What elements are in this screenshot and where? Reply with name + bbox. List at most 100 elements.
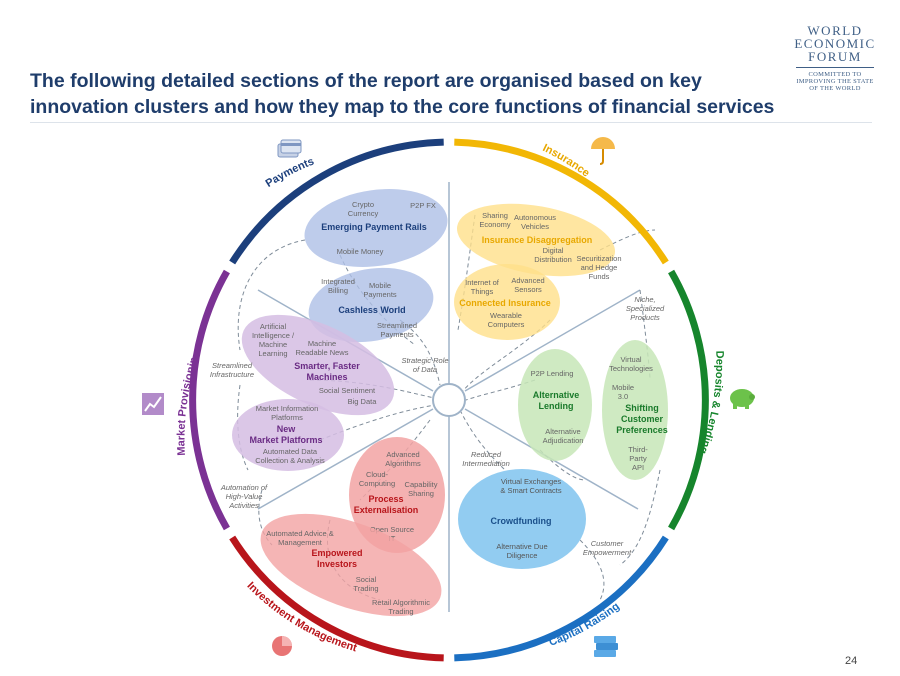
- center-hub: [432, 383, 466, 417]
- line-chart-icon: [142, 393, 164, 415]
- cluster-item: Automated Advice &Management: [266, 529, 334, 547]
- cluster-bubble: [304, 189, 448, 267]
- credit-card-icon: [277, 139, 302, 158]
- cluster-bubble: [454, 264, 560, 340]
- outer-ring: [189, 138, 709, 662]
- logo-tagline-1: COMMITTED TO: [808, 71, 862, 78]
- ring-arc-market: [189, 269, 230, 531]
- cluster-bubble: [518, 349, 592, 461]
- ring-arc-capital: [454, 535, 669, 662]
- logo-word-1: WORLD: [807, 23, 863, 38]
- spoke-lower-left: [257, 408, 434, 510]
- wef-logo: WORLD ECONOMIC FORUM COMMITTED TO IMPROV…: [790, 24, 880, 92]
- logo-tagline-2: IMPROVING THE STATE: [796, 78, 874, 85]
- connector: [359, 419, 431, 501]
- cluster-bubble: [308, 267, 434, 343]
- cluster-crowdfunding: Virtual Exchanges& Smart Contracts Crowd…: [458, 469, 586, 569]
- ring-arc-insurance: [454, 138, 669, 265]
- cluster-item: Virtual Exchanges& Smart Contracts: [500, 477, 562, 495]
- connector: [579, 539, 605, 601]
- cluster-name: Insurance Disaggregation: [482, 235, 593, 245]
- cluster-bubble: [349, 437, 445, 553]
- cluster-bubble: [456, 203, 616, 277]
- cluster-name: Cashless World: [338, 305, 405, 315]
- cluster-item: P2P Lending: [531, 369, 574, 378]
- connector: [539, 449, 586, 481]
- cluster-bubble: [458, 469, 586, 569]
- cluster-item: P2P FX: [410, 201, 436, 210]
- connector: [619, 469, 661, 566]
- connector: [237, 384, 249, 471]
- ring-arc-payments: [229, 138, 444, 265]
- title-divider: [30, 122, 872, 123]
- cluster-item: Social Sentiment: [319, 386, 376, 395]
- money-stack-icon: [594, 636, 618, 657]
- page-number: 24: [845, 655, 858, 667]
- umbrella-icon: [591, 137, 615, 165]
- connector: [237, 239, 306, 351]
- cluster-item: Mobile Money: [337, 247, 384, 256]
- cluster-bubble: [602, 340, 668, 480]
- logo-word-2: ECONOMIC: [794, 36, 876, 51]
- cluster-bubble: [232, 399, 344, 471]
- cluster-name: Crowdfunding: [491, 516, 552, 526]
- cluster-item: Big Data: [348, 397, 378, 406]
- page-title: The following detailed sections of the r…: [30, 70, 775, 118]
- connector: [399, 319, 441, 386]
- ring-arc-deposits: [668, 269, 709, 531]
- cluster-item: Cloud-Computing: [359, 470, 395, 488]
- logo-tagline-3: OF THE WORLD: [809, 85, 861, 92]
- connector: [459, 409, 506, 471]
- cluster-name: Emerging Payment Rails: [321, 222, 427, 232]
- connector: [457, 214, 476, 331]
- piggy-bank-icon: [730, 389, 755, 409]
- cluster-bubble: [260, 513, 442, 617]
- ring-label-market: Market Provisioning: [0, 0, 200, 456]
- cluster-bubble: [241, 314, 395, 416]
- ring-arc-investment: [229, 535, 444, 662]
